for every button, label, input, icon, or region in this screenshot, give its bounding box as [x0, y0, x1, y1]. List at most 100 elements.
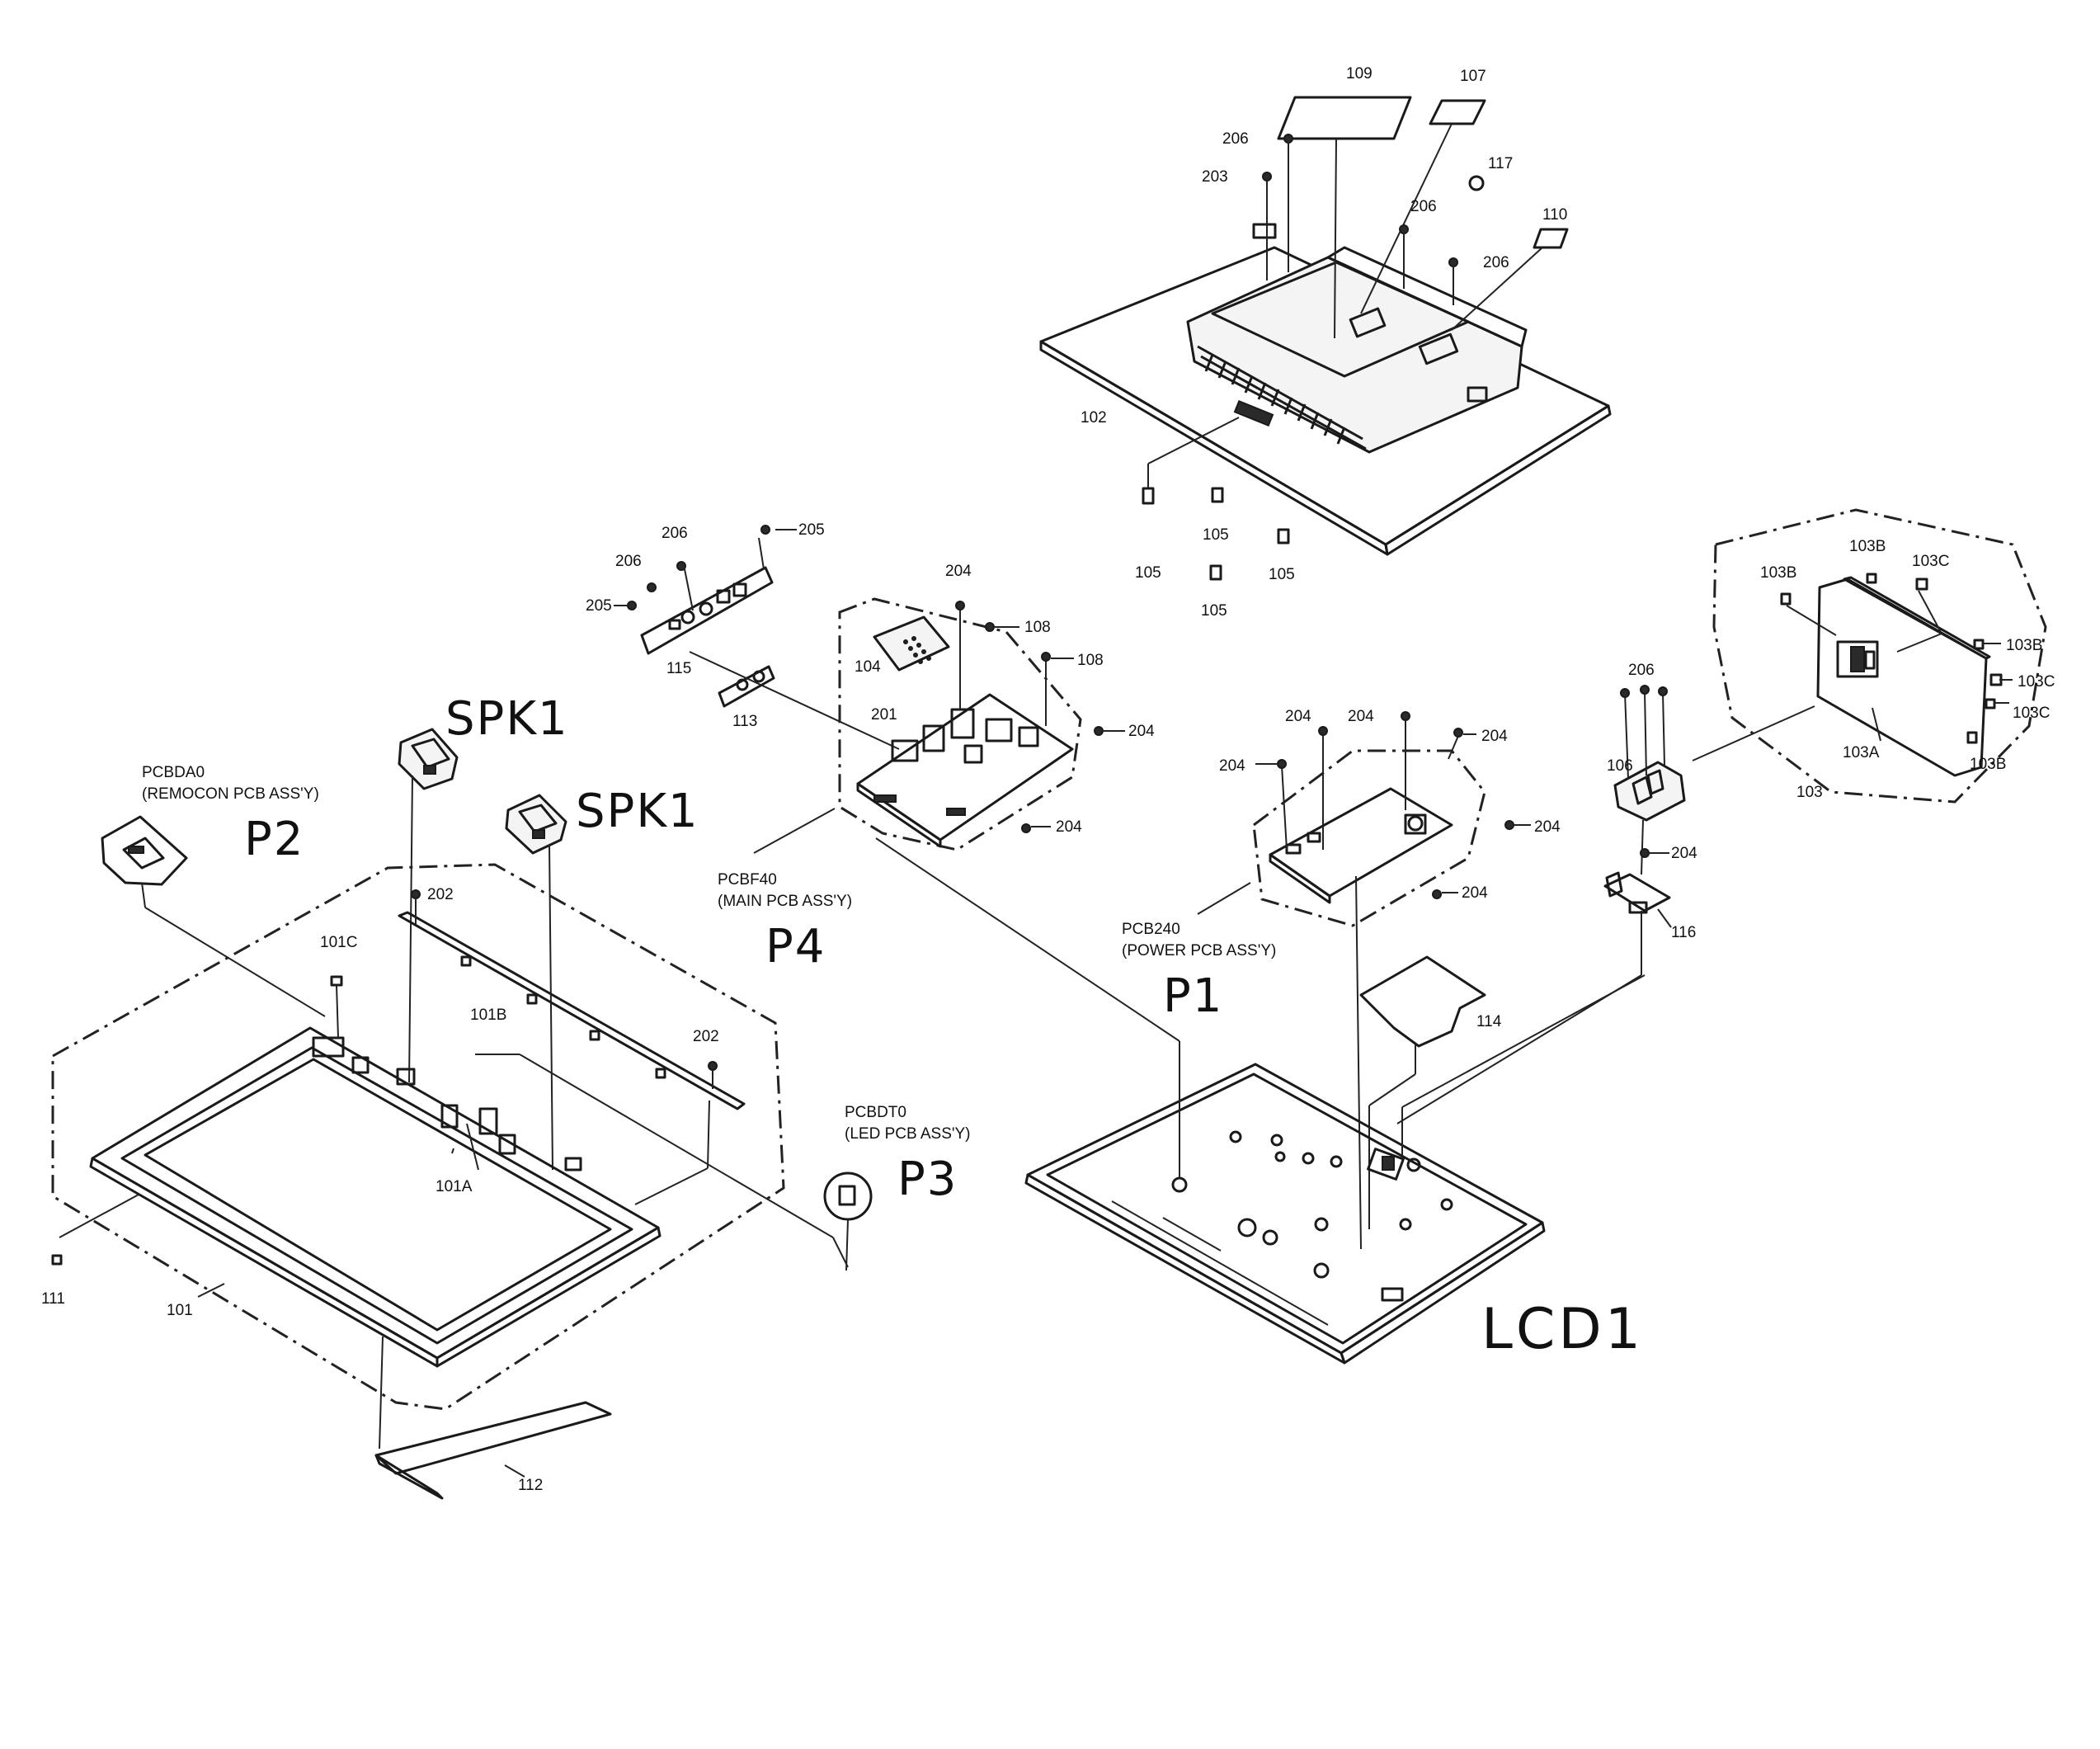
handwritten-spk1-a: SPK1 — [445, 692, 569, 746]
speaker-2 — [505, 794, 567, 855]
screw-204-power-f — [1432, 889, 1442, 899]
label-109: 109 — [1346, 65, 1373, 82]
label-204f: 204 — [1481, 728, 1508, 745]
remocon-pcb — [101, 815, 188, 886]
screw-205-left — [627, 601, 637, 610]
label-110: 110 — [1542, 206, 1567, 224]
foot-105-c — [1277, 528, 1290, 544]
heatsink-mesh — [903, 636, 931, 664]
label-103b3: 103B — [2006, 637, 2042, 654]
screw-206-stand-b — [1640, 685, 1650, 695]
pcbda0-code: PCBDA0 — [142, 764, 205, 781]
handwritten-p4: P4 — [765, 920, 826, 974]
label-103a: 103A — [1843, 744, 1880, 761]
screw-202-b — [708, 1061, 718, 1071]
pcbf40-name: (MAIN PCB ASS'Y) — [718, 893, 852, 910]
screw-203 — [1262, 172, 1272, 280]
stand-foot-103b-d — [1966, 731, 1978, 744]
label-116: 116 — [1671, 924, 1696, 941]
pcbdt0-code: PCBDT0 — [845, 1104, 906, 1121]
label-204c: 204 — [1056, 818, 1082, 836]
jack-bracket-113 — [718, 665, 775, 708]
foot-105-a — [1142, 487, 1155, 505]
label-206d: 206 — [662, 525, 688, 542]
label-101: 101 — [167, 1302, 193, 1319]
label-107: 107 — [1460, 68, 1486, 85]
handwritten-p1: P1 — [1163, 969, 1223, 1023]
handwritten-p3: P3 — [897, 1153, 958, 1206]
pcbda0-name: (REMOCON PCB ASS'Y) — [142, 785, 319, 803]
label-203: 203 — [1202, 168, 1228, 186]
label-113: 113 — [732, 713, 757, 730]
label-112: 112 — [518, 1477, 543, 1494]
label-105a: 105 — [1135, 564, 1161, 582]
label-plate-110 — [1533, 228, 1569, 249]
insulation-sheet-114 — [1359, 955, 1486, 1048]
stand-foot-103b-a — [1780, 592, 1792, 606]
label-206a: 206 — [1222, 130, 1249, 148]
screw-202-a — [411, 889, 421, 899]
screw-204-power-c — [1453, 728, 1463, 738]
label-105b: 105 — [1203, 526, 1229, 544]
hinge-bracket-116 — [1603, 871, 1671, 914]
screw-206-left — [647, 582, 657, 592]
screw-204-power-d — [1277, 759, 1287, 769]
label-108b: 108 — [1077, 652, 1104, 669]
label-202a: 202 — [427, 886, 454, 903]
vent-slots — [1204, 354, 1346, 445]
button-101c — [330, 975, 343, 987]
label-103b4: 103B — [1970, 756, 2006, 773]
label-108a: 108 — [1024, 619, 1051, 636]
screw-108-a — [985, 622, 995, 632]
screw-204-stand — [1640, 848, 1650, 858]
label-204a: 204 — [945, 563, 972, 580]
stand-plate-103a — [1816, 576, 1991, 777]
label-102: 102 — [1081, 409, 1107, 427]
label-103b2: 103B — [1849, 538, 1886, 555]
handwritten-spk1-b: SPK1 — [576, 785, 699, 838]
main-pcb-group-boundary — [838, 597, 1082, 851]
label-117: 117 — [1488, 155, 1513, 172]
bracket-101b — [398, 911, 746, 1110]
screw-206-top — [1283, 134, 1293, 272]
screw-204-main-bottom — [1021, 823, 1031, 833]
label-103c1: 103C — [1912, 553, 1949, 570]
label-111: 111 — [41, 1290, 65, 1308]
label-202b: 202 — [693, 1028, 719, 1045]
front-cabinet-101 — [89, 1026, 662, 1368]
lcd-panel — [1024, 1063, 1546, 1365]
label-204h: 204 — [1534, 818, 1561, 836]
label-103: 103 — [1796, 784, 1823, 801]
power-pcb-assembly — [1269, 787, 1453, 904]
label-115: 115 — [666, 660, 691, 677]
screw-204-main-right — [1094, 726, 1104, 736]
speaker-1 — [398, 728, 459, 790]
stand-group-boundary — [1712, 508, 2047, 804]
stand-foot-103c-c — [1985, 698, 1996, 710]
label-204g: 204 — [1219, 757, 1245, 775]
foot-105-d — [1209, 564, 1222, 581]
screw-204-power-a — [1318, 726, 1328, 736]
stand-foot-103c-a — [1915, 578, 1928, 591]
front-cabinet-group-boundary — [51, 863, 785, 1411]
label-206e: 206 — [615, 553, 642, 570]
stand-foot-103b-c — [1973, 639, 1985, 650]
label-101b: 101B — [470, 1006, 506, 1024]
label-103b1: 103B — [1760, 564, 1796, 582]
screw-205-upper — [760, 525, 770, 535]
label-104: 104 — [855, 658, 881, 676]
label-205a: 205 — [798, 521, 825, 539]
washer-117 — [1468, 175, 1485, 191]
pcbf40-code: PCBF40 — [718, 871, 777, 889]
label-206c: 206 — [1483, 254, 1509, 271]
screw-204-power-b — [1401, 711, 1410, 721]
jack-bracket-115 — [640, 537, 774, 655]
screw-204-main-top — [955, 601, 965, 610]
sheet-112 — [374, 1401, 612, 1475]
label-206f: 206 — [1628, 662, 1655, 679]
screw-206-stand-c — [1658, 686, 1668, 696]
pcb240-code: PCB240 — [1122, 921, 1180, 938]
screw-204-power-e — [1504, 820, 1514, 830]
label-114: 114 — [1476, 1013, 1502, 1030]
main-pcb-assembly — [856, 607, 1074, 848]
